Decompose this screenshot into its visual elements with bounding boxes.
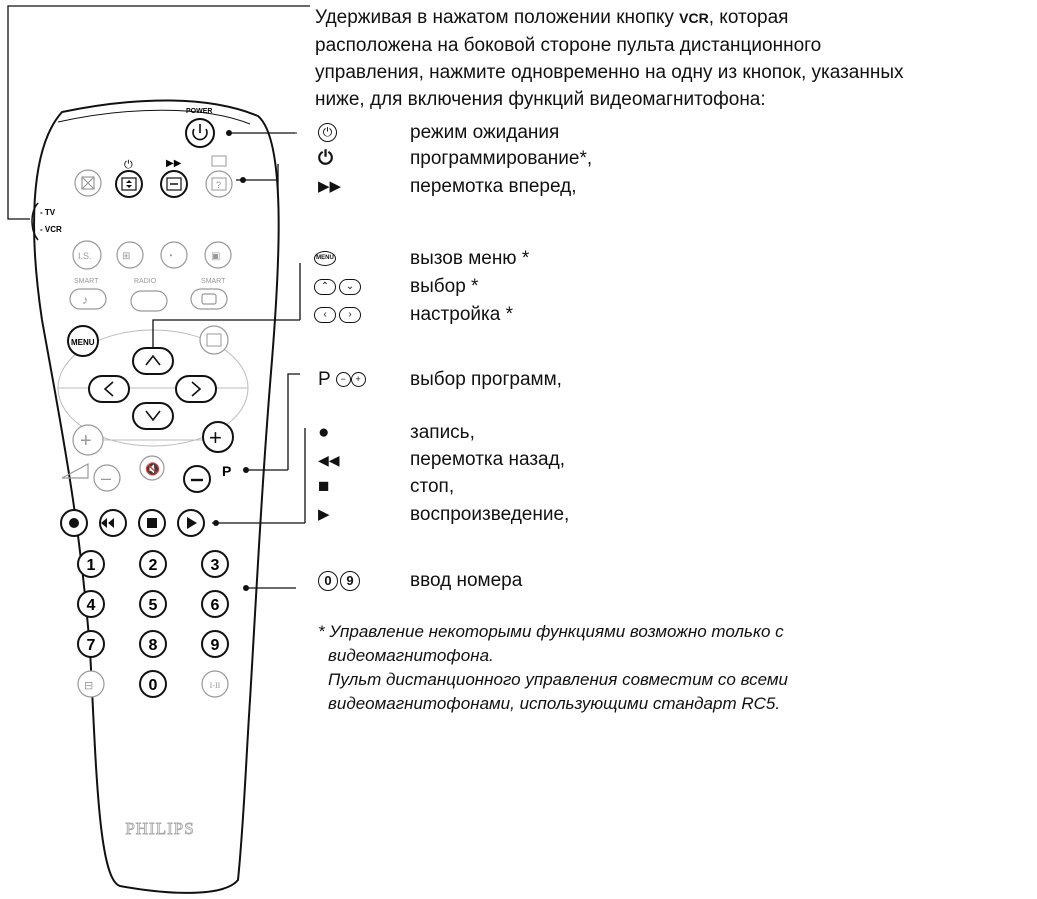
vcr-switch-label: - VCR [40,225,62,234]
svg-text:6: 6 [211,597,220,614]
timer-button [116,171,142,197]
function-text: режим ожидания [410,120,559,146]
svg-text:⏻: ⏻ [124,158,133,171]
svg-text:4: 4 [87,597,96,614]
svg-text:▶▶: ▶▶ [166,158,182,169]
svg-text:8: 8 [149,637,158,654]
svg-text:MENU: MENU [71,338,95,347]
power-icon: ⏻ [318,120,337,146]
function-text: выбор * [410,274,478,300]
function-text: настройка * [410,302,513,328]
svg-text:5: 5 [149,597,158,614]
function-text: выбор программ, [410,367,562,393]
timer-icon: ⏻ [318,146,333,172]
down-button [133,403,173,429]
svg-text:+: + [80,430,92,452]
svg-text:SMART: SMART [74,278,99,285]
program-minus-plus-icon: P −+ [318,367,366,393]
record-icon: ● [318,420,329,446]
left-right-icon: ‹› [314,302,364,328]
svg-text:P: P [222,463,231,479]
power-label: POWER [186,108,212,115]
function-text: вызов меню * [410,246,529,272]
rewind-icon: ◀◀ [318,447,340,473]
svg-text:7: 7 [87,637,96,654]
svg-text:3: 3 [211,557,220,574]
svg-text:RADIO: RADIO [134,278,157,285]
svg-text:♪: ♪ [82,293,88,307]
function-text: программирование*, [410,146,592,172]
svg-text:1: 1 [87,557,96,574]
footnote: * Управление некоторыми функциями возмож… [318,620,788,716]
svg-text:–: – [101,468,111,488]
menu-button: MENU [68,326,98,356]
intro-paragraph: Удерживая в нажатом положении кнопку VCR… [315,4,904,113]
right-button [176,376,216,402]
is-label: I.S. [78,251,92,261]
svg-text:🔇: 🔇 [145,462,160,476]
svg-text:2: 2 [149,557,158,574]
brand-logo: PHILIPS [125,819,194,838]
function-text: стоп, [410,474,454,500]
play-icon: ▶ [318,502,330,528]
svg-text:?: ? [216,180,221,190]
svg-text:◔: ◔ [167,251,173,262]
svg-text:I-II: I-II [210,681,221,690]
function-text: запись, [410,420,475,446]
function-text: ввод номера [410,568,522,594]
svg-text:SMART: SMART [201,278,226,285]
svg-text:⊞: ⊞ [122,251,130,262]
program-plus-button: + [203,422,233,452]
teletext-button-row [75,170,101,196]
function-text: воспроизведение, [410,502,569,528]
stop-icon: ■ [318,474,329,500]
program-minus-button [184,466,210,492]
svg-text:▣: ▣ [211,251,220,262]
tv-switch-label: - TV [40,208,56,217]
up-down-icon: ⌃⌄ [314,274,364,300]
svg-text:0: 0 [149,677,158,694]
up-button [133,348,173,374]
svg-text:+: + [209,425,222,450]
menu-icon: MENU [314,246,336,272]
function-text: перемотка вперед, [410,174,577,200]
left-button [89,376,129,402]
fast-forward-icon: ▶▶ [318,174,341,200]
svg-text:9: 9 [211,637,220,654]
svg-text:⊟: ⊟ [84,680,93,692]
power-button [186,119,214,147]
function-text: перемотка назад, [410,447,565,473]
remote-body [34,100,279,892]
